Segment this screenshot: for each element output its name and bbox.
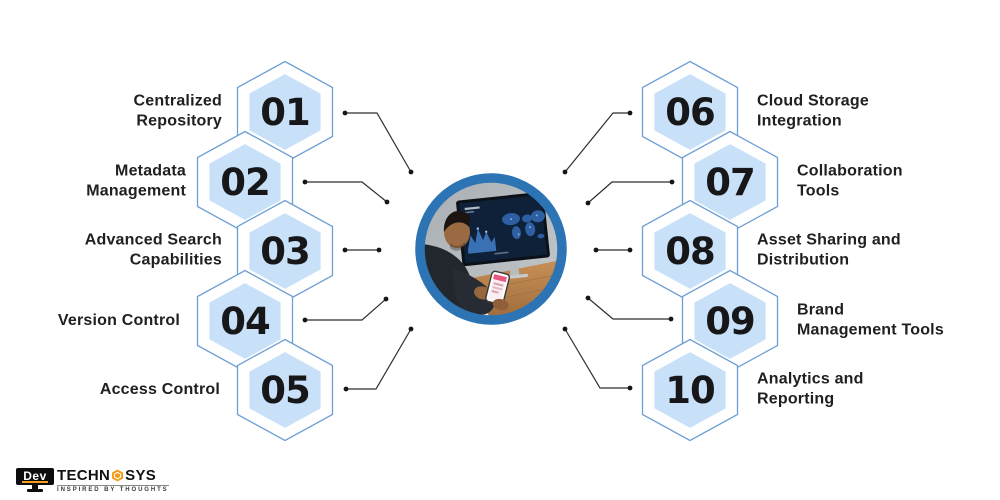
center-photo <box>412 170 570 328</box>
hexagon-number-07: 07 <box>705 161 755 204</box>
connector-01 <box>342 110 414 175</box>
hexagon-09: 09 <box>681 269 779 373</box>
photo-screen-worldmap <box>502 210 545 240</box>
feature-label-06: Cloud Storage Integration <box>757 92 869 130</box>
hexagon-07: 07 <box>681 130 779 234</box>
hexagon-number-08: 08 <box>665 230 715 273</box>
center-photo-illustration <box>415 173 567 325</box>
logo-dev-text: Dev <box>23 468 47 483</box>
brand-logo: Dev TECHN SYS INSPIRED BY THOUGHTS <box>16 468 169 494</box>
feature-label-02: Metadata Management <box>86 162 186 200</box>
hexagon-number-05: 05 <box>260 369 310 412</box>
hexagon-number-02: 02 <box>220 161 270 204</box>
logo-tagline: INSPIRED BY THOUGHTS <box>57 485 169 493</box>
hexagon-05: 05 <box>236 338 334 442</box>
photo-screen-chart <box>467 228 497 254</box>
logo-techn-text: TECHN <box>57 467 111 484</box>
logo-monitor-icon: Dev <box>16 468 54 494</box>
feature-label-03: Advanced Search Capabilities <box>84 231 222 269</box>
photo-ring <box>415 173 567 325</box>
hexagon-number-10: 10 <box>665 369 715 412</box>
hexagon-06: 06 <box>641 60 739 164</box>
hexagon-number-09: 09 <box>705 300 755 343</box>
photo-phone <box>474 270 511 311</box>
hexagon-01: 01 <box>236 60 334 164</box>
connector-03 <box>342 247 382 253</box>
hexagon-02: 02 <box>196 130 294 234</box>
hexagon-number-04: 04 <box>220 300 270 343</box>
hexagon-04: 04 <box>196 269 294 373</box>
hexagon-10: 10 <box>641 338 739 442</box>
connector-06 <box>562 110 633 175</box>
logo-underline <box>22 481 48 483</box>
hexagon-number-01: 01 <box>260 91 310 134</box>
feature-label-10: Analytics and Reporting <box>757 370 864 408</box>
logo-monitor-base <box>27 489 43 492</box>
logo-monitor-stand <box>32 485 38 489</box>
hexagon-number-06: 06 <box>665 91 715 134</box>
feature-label-01: Centralized Repository <box>133 92 222 130</box>
feature-label-05: Access Control <box>99 380 220 398</box>
photo-monitor <box>456 191 550 280</box>
photo-person-hair <box>443 210 471 232</box>
logo-sys-text: SYS <box>125 467 157 484</box>
feature-label-04: Version Control <box>57 311 180 329</box>
feature-label-09: Brand Management Tools <box>797 301 944 339</box>
connector-08 <box>593 247 633 253</box>
hexagon-number-03: 03 <box>260 230 310 273</box>
photo-monitor-stand <box>510 260 521 278</box>
connector-10 <box>562 326 633 391</box>
connector-05 <box>343 326 414 392</box>
hexagon-08: 08 <box>641 199 739 303</box>
feature-label-07: Collaboration Tools <box>797 162 903 200</box>
feature-label-08: Asset Sharing and Distribution <box>757 231 901 269</box>
logo-hexagon-icon <box>112 469 124 482</box>
